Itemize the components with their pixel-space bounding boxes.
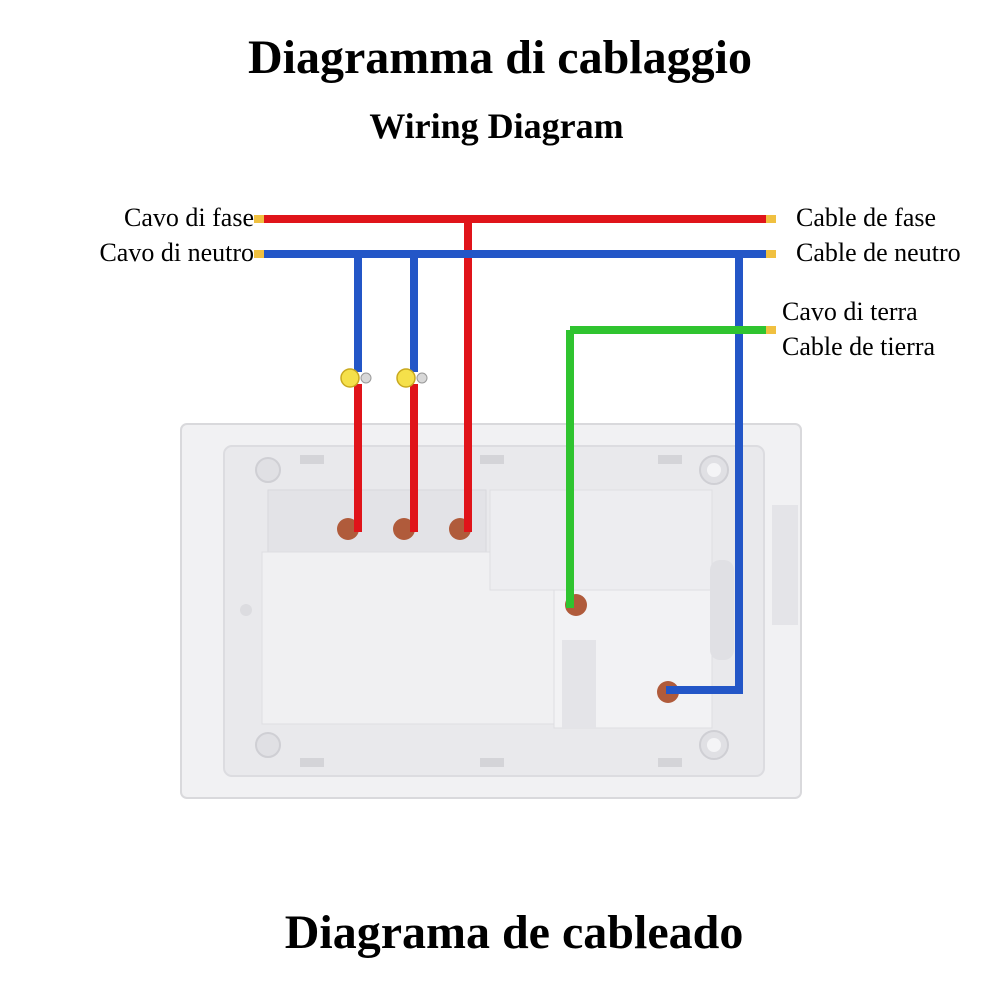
socket-module [489, 489, 713, 591]
socket-right-edge [772, 505, 798, 625]
housing-clip [480, 455, 504, 464]
phase-wire-tip-right [766, 215, 776, 223]
earth-wire-tip-right [766, 326, 776, 334]
screw-hole [255, 732, 281, 758]
neutral-wire-tip-right [766, 250, 776, 258]
label-phase-cable-italian: Cavo di fase [124, 203, 254, 232]
title-english: Wiring Diagram [369, 106, 624, 146]
wire-connector-icon [396, 368, 416, 388]
label-earth-cable-italian: Cavo di terra [782, 297, 918, 326]
housing-clip [658, 758, 682, 767]
socket-slot [562, 640, 596, 728]
screw-hole [240, 604, 252, 616]
label-neutral-cable-italian: Cavo di neutro [99, 238, 254, 267]
socket-side-slot [710, 560, 734, 660]
screw-hole [707, 463, 721, 477]
title-spanish: Diagrama de cableado [284, 906, 744, 959]
neutral-wire-tip-left [254, 250, 264, 258]
housing-clip [480, 758, 504, 767]
switch-module [267, 489, 487, 553]
wire-connector-icon [360, 372, 372, 384]
wire-connectors [340, 368, 428, 388]
label-earth-cable-spanish: Cable de tierra [782, 332, 936, 361]
wire-connector-icon [416, 372, 428, 384]
label-phase-cable-spanish: Cable de fase [796, 203, 937, 232]
housing-clip [300, 758, 324, 767]
screw-hole [707, 738, 721, 752]
neutral-socket-wire [666, 254, 743, 694]
wire-tips [254, 215, 776, 334]
socket-housing [180, 423, 802, 799]
wire-connector-icon [340, 368, 360, 388]
housing-clip [658, 455, 682, 464]
wires [262, 215, 768, 694]
terminal-switch-2 [393, 518, 415, 540]
title-italian: Diagramma di cablaggio [248, 31, 752, 84]
terminal-switch-1 [337, 518, 359, 540]
label-neutral-cable-spanish: Cable de neutro [796, 238, 961, 267]
housing-clip [300, 455, 324, 464]
phase-wire-tip-left [254, 215, 264, 223]
screw-hole [255, 457, 281, 483]
